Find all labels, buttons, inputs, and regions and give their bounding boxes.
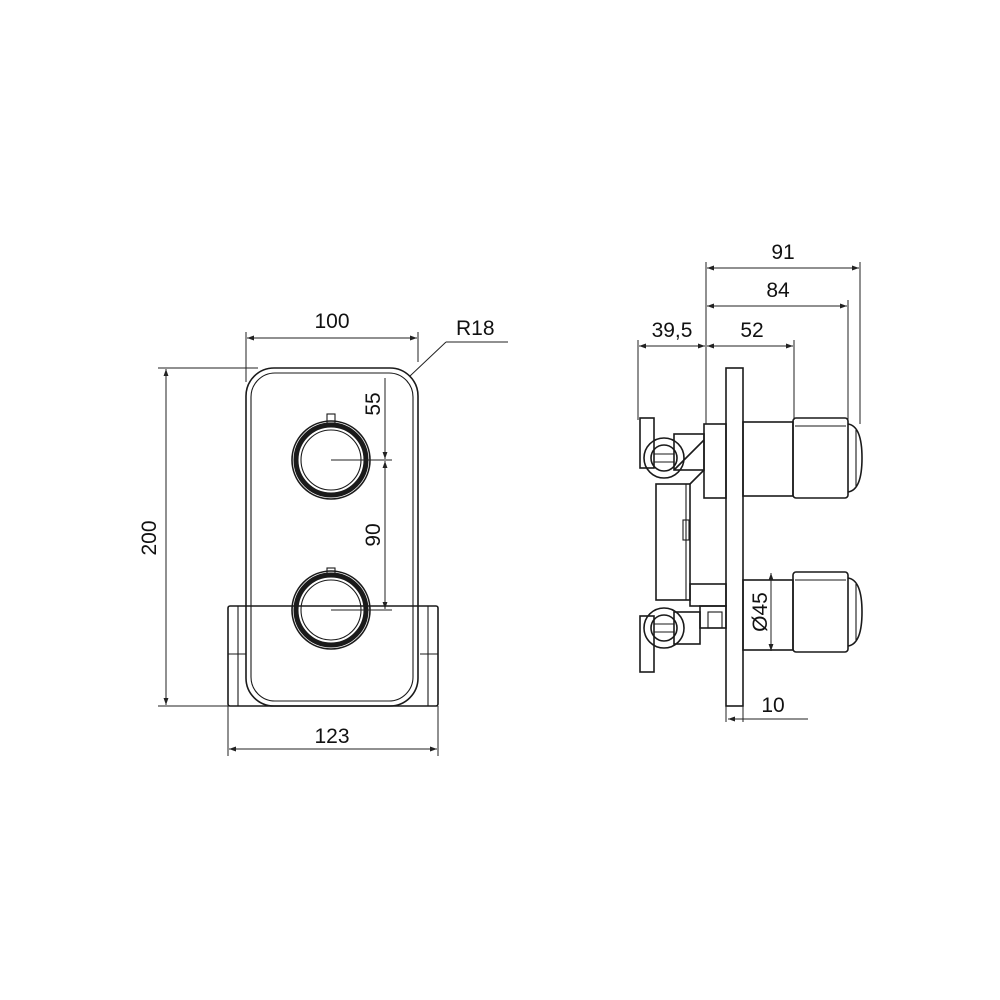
body-depth-label: 39,5	[652, 319, 693, 342]
knob-depth-label: 84	[766, 279, 790, 302]
upper-inlet-fitting	[639, 417, 705, 479]
lower-cartridge	[742, 571, 863, 653]
spindle-depth-label: 52	[740, 319, 763, 342]
dim-total-depth: 91	[705, 241, 861, 424]
dim-knob-positions: 55 90	[331, 378, 392, 611]
dim-width: 100	[245, 310, 419, 382]
plate-thickness-label: 10	[761, 694, 784, 717]
height-label: 200	[138, 520, 161, 555]
knob-spacing-label: 90	[362, 523, 385, 546]
lower-knob	[291, 567, 371, 650]
front-view: 100 R18 200 55 90 123	[138, 310, 508, 756]
upper-cartridge	[703, 417, 863, 499]
dim-plate-thickness: 10	[728, 694, 808, 722]
dim-knob-diameter: Ø45	[749, 573, 774, 651]
base-width-label: 123	[314, 725, 349, 748]
total-depth-label: 91	[771, 241, 794, 264]
side-view: 91 84 39,5 52 Ø45 10	[637, 241, 863, 722]
radius-label: R18	[456, 317, 495, 340]
dim-knob-depth: 84	[707, 279, 849, 420]
knob-offset-label: 55	[362, 392, 385, 415]
dim-base-width: 123	[227, 706, 439, 756]
upper-knob	[291, 413, 371, 500]
dim-spindle-depth: 52	[707, 319, 795, 420]
base-bracket	[227, 605, 439, 707]
wall-plate	[725, 367, 744, 722]
knob-diameter-label: Ø45	[749, 592, 772, 632]
lower-inlet-fitting	[639, 607, 701, 673]
cover-plate	[245, 367, 419, 707]
width-label: 100	[314, 310, 349, 333]
dim-height: 200	[138, 367, 258, 707]
dim-body-depth: 39,5	[637, 319, 705, 420]
dim-radius: R18	[409, 317, 508, 377]
rear-body	[655, 439, 727, 629]
